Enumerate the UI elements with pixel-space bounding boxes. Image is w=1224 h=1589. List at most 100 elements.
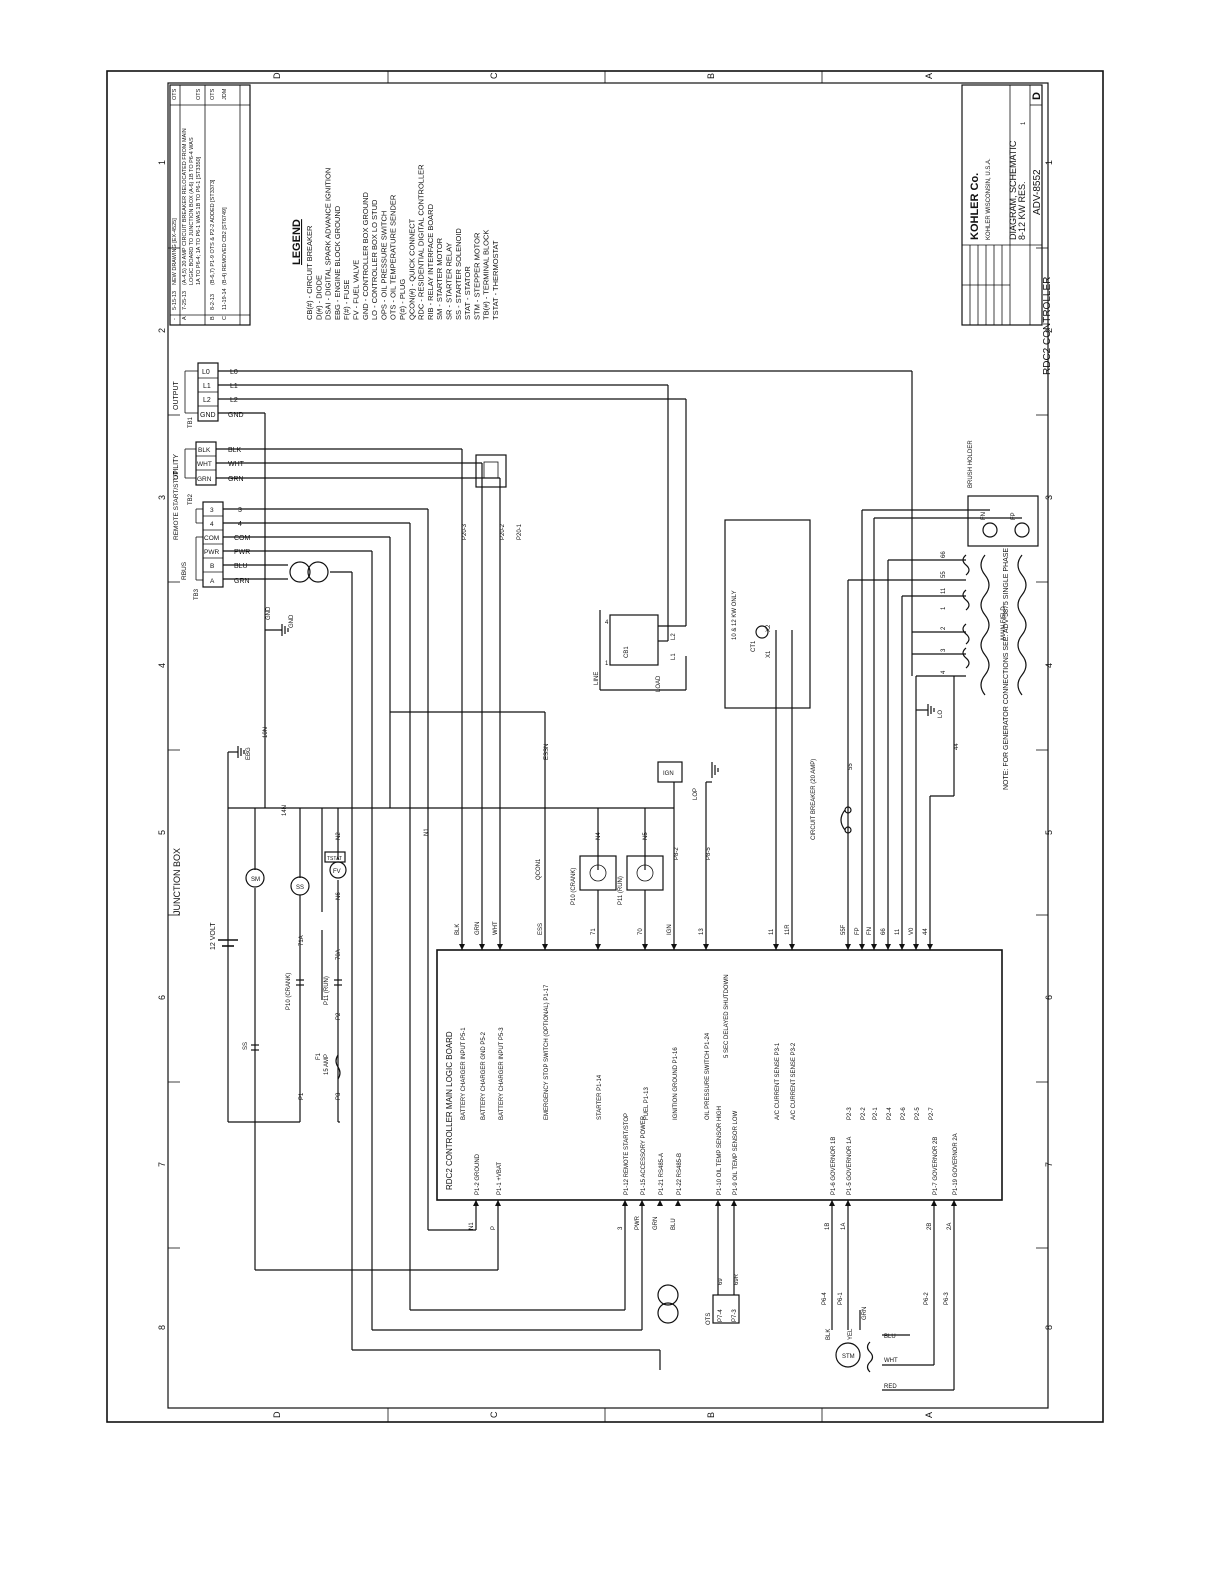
board-bottom-pin: P1-2 GROUND — [475, 1153, 481, 1195]
legend-item: P(#) - PLUG — [398, 279, 407, 320]
rev-2-desc: LOGIC BOARD TO JUNCTION BOX (A-6) 1B TO … — [189, 137, 195, 285]
zone-col-right-1: 1 — [1044, 160, 1054, 165]
pin-arrow — [885, 944, 891, 950]
wire-p3: P3 — [336, 1092, 342, 1100]
zone-col-right-3: 3 — [1044, 495, 1054, 500]
wire-n1: N1 — [424, 828, 430, 836]
board-top-pin: P2-6 — [901, 1107, 907, 1120]
stm-wire-grn: GRN — [862, 1307, 868, 1320]
zone-row-bottom-a: A — [924, 1412, 934, 1418]
lo-ground: LO 55 44 — [848, 704, 960, 770]
wire-gnd-label: GND — [228, 412, 244, 419]
relay-crank-label: P10 (CRANK) — [571, 868, 577, 905]
zone-numbers: 1 2 3 4 5 6 7 8 1 2 3 4 5 6 7 8 — [157, 160, 1054, 1330]
zone-letters: D C B A D C B A — [272, 72, 934, 1418]
cb1-l2: L2 — [671, 633, 677, 640]
p6-1-label: P6-1 — [838, 1292, 844, 1305]
ct1-enclosure — [724, 519, 811, 709]
gnd-wire-label: GND — [266, 606, 272, 620]
wire-grn-rbus-label: GRN — [234, 578, 250, 585]
wire-14n: 14N — [282, 805, 288, 816]
zone-col-right-7: 7 — [1044, 1162, 1054, 1167]
legend-item: TSTAT - THERMOSTAT — [491, 240, 500, 320]
board-bottom-wire: 1B — [825, 1223, 831, 1230]
board-top-pin: P2-3 — [847, 1107, 853, 1120]
wire-l1-label: L1 — [230, 383, 238, 390]
zone-col-right-5: 5 — [1044, 830, 1054, 835]
board-top-pin: BATTERY CHARGER INPUT P5-1 — [461, 1027, 467, 1120]
legend-item: OPS - OIL PRESSURE SWITCH — [379, 211, 388, 320]
rev-0-date: 5-15-13 — [172, 291, 178, 310]
zone-row-bottom-b: B — [706, 1412, 716, 1418]
wire-70a: 70A — [336, 949, 342, 960]
fuse-label: F1 — [316, 1052, 322, 1060]
wire-55-label: 55 — [848, 763, 854, 770]
pin-arrow — [495, 1200, 501, 1206]
stepper-motor: STM P6-4 P6-1 P6-2 P6-3 BLK YEL GRN BLU … — [822, 1292, 950, 1390]
pin-arrow — [871, 944, 877, 950]
tstat-symbol — [324, 851, 346, 863]
legend-item: D(#) - DIODE — [314, 275, 323, 320]
tb3-terminal-4: 4 — [210, 521, 214, 528]
wire-l2-label: L2 — [230, 397, 238, 404]
junction-box: JUNCTION BOX 12 VOLT SM SS FV TSTAT EBG … — [172, 606, 430, 1100]
pin-arrow — [829, 1200, 835, 1206]
legend-item: GND - CONTROLLER BOX GROUND — [361, 191, 370, 320]
board-top-pin: BATTERY CHARGER GND P5-2 — [481, 1031, 487, 1120]
stator-wire-label: 55 — [941, 571, 947, 578]
legend-item: SR - STARTER RELAY — [445, 242, 454, 320]
board-top-wire: IGN — [667, 924, 673, 935]
controller-name: RDC2 CONTROLLER — [1042, 277, 1053, 375]
board-top-wire: V0 — [909, 927, 915, 935]
board-bottom-pin: P1-21 RS485-A — [659, 1153, 665, 1195]
tb3-remote-label: REMOTE START/STOP — [173, 470, 180, 540]
tb2-label: UTILITY — [173, 454, 180, 480]
pin-arrow — [639, 1200, 645, 1206]
tb1-output: L0 L1 L2 GND OUTPUT TB1 L0 L1 L2 GND — [173, 362, 244, 428]
stm-wire-blk: BLK — [826, 1329, 832, 1340]
tb3-terminal-com: COM — [204, 535, 219, 542]
wire-wht-label: WHT — [228, 461, 245, 468]
ign-box — [657, 761, 683, 783]
legend-item: SS - STARTER SOLENOID — [454, 228, 463, 320]
pin-arrow — [459, 944, 465, 950]
n4-label: N4 — [596, 832, 602, 840]
zone-col-left-4: 4 — [157, 663, 167, 668]
qcon1-label: QCON1 — [536, 858, 542, 880]
board-bottom-pin: P1-12 REMOTE START/STOP — [624, 1113, 630, 1195]
tb3-terminal-3: 3 — [210, 507, 214, 514]
starter-solenoid-symbol — [290, 876, 310, 896]
zone-row-top-d: D — [272, 72, 282, 79]
legend-item: F(#) - FUSE — [342, 280, 351, 320]
zone-col-left-6: 6 — [157, 995, 167, 1000]
legend-item: SM - STARTER MOTOR — [435, 237, 444, 320]
p6-2-label: P6-2 — [924, 1292, 930, 1305]
rev-4-date: 8-2-13 — [210, 294, 216, 310]
p8-5-label: P8-5 — [706, 847, 712, 860]
tb3-tag: TB3 — [194, 588, 200, 600]
wire-p1: P1 — [299, 1092, 305, 1100]
zone-row-bottom-d: D — [272, 1411, 282, 1418]
legend-item: STM - STEPPER MOTOR — [472, 232, 481, 320]
revision-block: - 5-15-13 NEW DRAWING [EX-4525] OTS A 7-… — [169, 84, 251, 326]
pin-arrow — [931, 1200, 937, 1206]
fv-label: FV — [333, 869, 341, 875]
pin-arrow — [703, 944, 709, 950]
zone-col-left-8: 8 — [157, 1325, 167, 1330]
wire-n2: N2 — [336, 832, 342, 840]
board-bottom-pin: P1-19 GOVERNOR 2A — [953, 1133, 959, 1195]
legend-item: RIB - RELAY INTERFACE BOARD — [426, 203, 435, 320]
cb1-terminal-4: 4 — [605, 620, 609, 626]
board-bottom-wire: P — [491, 1226, 497, 1230]
rev-0-desc: NEW DRAWING [EX-4525] — [172, 218, 178, 285]
stator-wire-label: 11 — [941, 587, 947, 594]
board-top-wire: WHT — [493, 921, 499, 935]
legend-item: RDC - RESIDENTIAL DIGITAL CONTROLLER — [417, 164, 426, 320]
